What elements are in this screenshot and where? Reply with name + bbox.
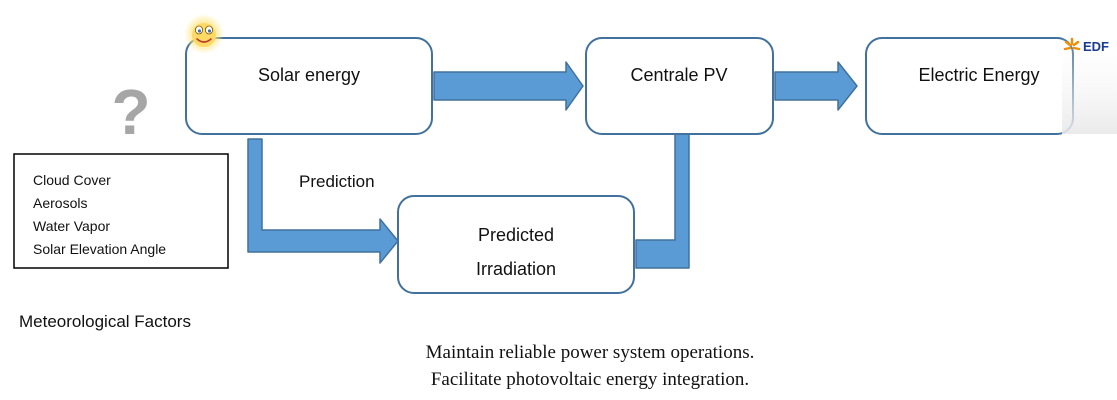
factor-item: Cloud Cover <box>33 172 111 188</box>
factor-item: Solar Elevation Angle <box>33 241 166 257</box>
node-electric-energy-label: Electric Energy <box>918 65 1039 85</box>
node-electric-energy: Electric Energy <box>865 37 1074 135</box>
smiley-sun-icon <box>184 14 224 54</box>
goal-line-1: Maintain reliable power system operation… <box>426 342 755 363</box>
goal-line-2: Facilitate photovoltaic energy integrati… <box>431 369 749 390</box>
node-centrale-pv-label: Centrale PV <box>630 65 727 85</box>
node-solar-energy: Solar energy <box>185 37 433 135</box>
edf-logo-icon: EDF <box>1062 28 1117 134</box>
factors-caption: Meteorological Factors <box>19 312 191 331</box>
prediction-label: Prediction <box>299 172 375 191</box>
arrow-solar-to-centrale <box>433 61 584 111</box>
arrow-solar-to-predicted <box>247 138 399 264</box>
factor-item: Aerosols <box>33 195 87 211</box>
node-predicted-irradiation: Predicted Irradiation <box>397 195 635 294</box>
node-centrale-pv: Centrale PV <box>585 37 774 135</box>
factors-box: Cloud Cover Aerosols Water Vapor Solar E… <box>13 153 229 269</box>
node-solar-energy-label: Solar energy <box>258 65 360 85</box>
node-predicted-line1: Predicted <box>478 225 554 245</box>
question-mark-icon: ? <box>111 76 150 148</box>
arrow-centrale-to-electric <box>774 61 858 111</box>
node-predicted-line2: Irradiation <box>476 259 556 279</box>
edf-logo-text: EDF <box>1083 39 1109 54</box>
factor-item: Water Vapor <box>33 218 110 234</box>
